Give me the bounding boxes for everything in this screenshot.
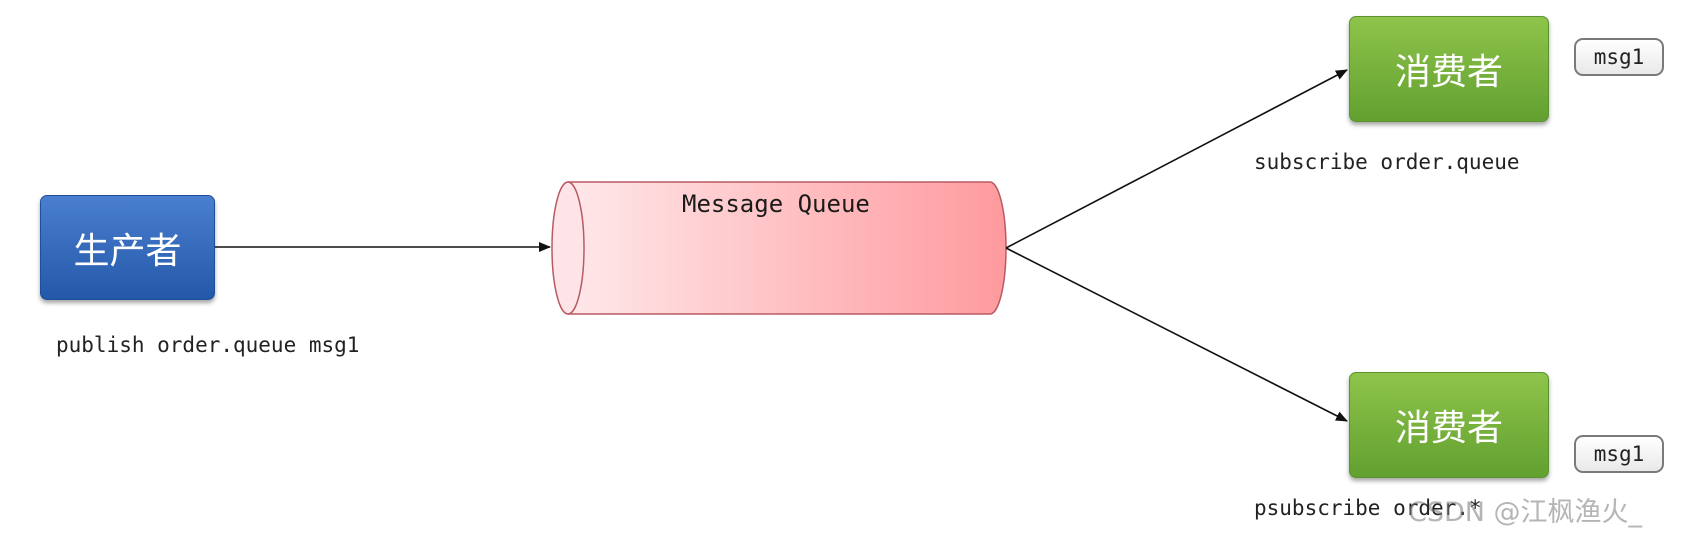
queue-label: Message Queue	[682, 190, 870, 218]
queue-to-consumer-1-arrow	[1005, 69, 1348, 249]
subscribe-command-label: subscribe order.queue	[1254, 150, 1520, 174]
consumer-node-1: 消费者	[1349, 16, 1549, 122]
message-queue-cylinder	[551, 181, 1007, 315]
consumer-1-label: 消费者	[1394, 52, 1503, 93]
watermark: CSDN @江枫渔火_	[1408, 497, 1643, 528]
producer-node: 生产者	[40, 195, 215, 300]
psubscribe-command-label: psubscribe order.*	[1254, 496, 1482, 520]
publish-command-label: publish order.queue msg1	[56, 333, 360, 357]
message-badge-1: msg1	[1574, 38, 1664, 76]
producer-label: 生产者	[73, 230, 182, 272]
consumer-2-label: 消费者	[1394, 408, 1503, 449]
message-badge-2: msg1	[1574, 435, 1664, 473]
consumer-node-2: 消费者	[1349, 372, 1549, 478]
queue-to-consumer-2-arrow	[1005, 247, 1348, 422]
